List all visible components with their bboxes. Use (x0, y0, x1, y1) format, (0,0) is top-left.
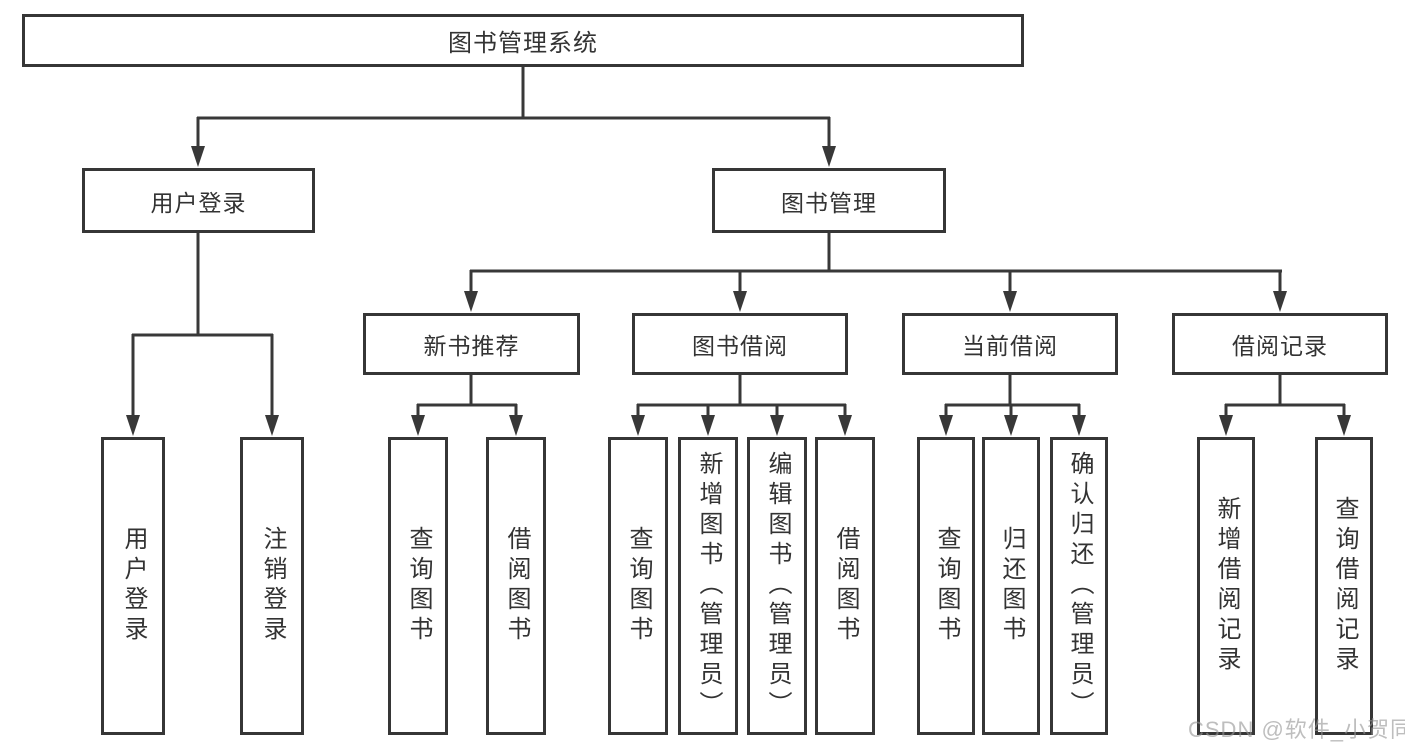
node-current-borrowing: 当前借阅 (902, 313, 1118, 375)
leaf-nbr-borrow-books: 借阅图书 (486, 437, 546, 735)
csdn-watermark: CSDN @软件_小贺同学 (1188, 717, 1405, 742)
node-label: 图书管理 (781, 189, 877, 216)
leaf-cb-return-books: 归还图书 (982, 437, 1040, 735)
leaf-bb-query-books: 查询图书 (608, 437, 668, 735)
node-new-book-recommend: 新书推荐 (363, 313, 580, 375)
leaf-cb-query-books: 查询图书 (917, 437, 975, 735)
arrowhead-icons (126, 146, 1351, 436)
node-label: 编辑图书（管理员） (764, 451, 791, 721)
leaf-bb-add-books-admin: 新增图书（管理员） (678, 437, 738, 735)
node-label: 新增图书（管理员） (695, 451, 722, 721)
node-label: 注销登录 (259, 526, 286, 646)
node-label: 用户登录 (120, 526, 147, 646)
node-label: 查询图书 (405, 526, 432, 646)
leaf-logout: 注销登录 (240, 437, 304, 735)
node-user-login: 用户登录 (82, 168, 315, 233)
node-label: 借阅记录 (1232, 333, 1328, 359)
leaf-cb-confirm-return-admin: 确认归还（管理员） (1050, 437, 1108, 735)
node-label: 确认归还（管理员） (1066, 451, 1093, 721)
node-label: 查询借阅记录 (1331, 496, 1358, 676)
node-label: 用户登录 (150, 189, 247, 216)
node-label: 借阅图书 (503, 526, 530, 646)
node-label: 图书借阅 (692, 333, 788, 359)
node-book-management: 图书管理 (712, 168, 946, 233)
node-label: 归还图书 (998, 526, 1025, 646)
leaf-user-login: 用户登录 (101, 437, 165, 735)
leaf-br-query-record: 查询借阅记录 (1315, 437, 1373, 735)
leaf-nbr-query-books: 查询图书 (388, 437, 448, 735)
node-label: 当前借阅 (962, 333, 1058, 359)
leaf-bb-borrow-books: 借阅图书 (815, 437, 875, 735)
node-label: 借阅图书 (832, 526, 859, 646)
node-label: 查询图书 (625, 526, 652, 646)
node-label: 图书管理系统 (448, 30, 598, 57)
node-borrowing-records: 借阅记录 (1172, 313, 1388, 375)
leaf-br-add-record: 新增借阅记录 (1197, 437, 1255, 735)
node-label: 新增借阅记录 (1213, 496, 1240, 676)
node-label: 查询图书 (933, 526, 960, 646)
node-book-borrowing: 图书借阅 (632, 313, 848, 375)
node-label: 新书推荐 (423, 333, 520, 359)
node-library-system: 图书管理系统 (22, 14, 1024, 67)
leaf-bb-edit-books-admin: 编辑图书（管理员） (747, 437, 807, 735)
